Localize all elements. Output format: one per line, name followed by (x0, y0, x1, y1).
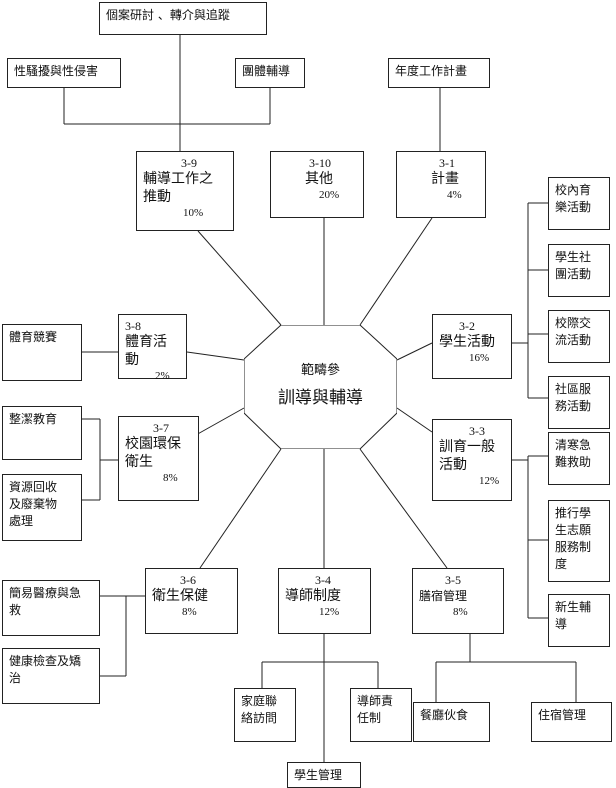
category-3-9: 3-9 輔導工作之 推動 10% (136, 151, 234, 231)
node-case-study: 個案研討 、轉介與追蹤 (99, 2, 267, 35)
category-3-1: 3-1 計畫 4% (396, 151, 486, 218)
center-octagon: 範疇參 訓導與輔導 (244, 325, 397, 449)
node-health-check: 健康檢查及矯 治 (2, 648, 100, 704)
node-cleanliness-education: 整潔教育 (2, 406, 82, 460)
node-dining: 餐廳伙食 (413, 702, 490, 742)
node-tutor-responsibility: 導師責 任制 (350, 688, 412, 742)
category-3-5: 3-5 膳宿管理 8% (412, 568, 504, 634)
node-recycling: 資源回收 及廢棄物 處理 (2, 474, 82, 541)
node-community-service: 社區服 務活動 (548, 376, 610, 429)
category-3-8: 3-8 體育活動 2% (118, 314, 187, 382)
category-3-6: 3-6 衛生保健 8% (145, 568, 238, 634)
node-first-aid: 簡易醫療與急 救 (2, 580, 100, 636)
center-label-title: 訓導與輔導 (278, 388, 363, 408)
node-annual-plan: 年度工作計畫 (388, 58, 490, 88)
node-student-clubs: 學生社 團活動 (548, 244, 610, 297)
node-freshman-counseling: 新生輔 導 (548, 594, 610, 647)
node-music-activities: 校內育 樂活動 (548, 177, 610, 230)
category-3-3: 3-3 訓育一般 活動 12% (432, 419, 512, 501)
node-sexual-harassment: 性騷擾與性侵害 (7, 58, 121, 88)
category-3-2: 3-2 學生活動 16% (432, 314, 512, 379)
node-emergency-aid: 清寒急 難救助 (548, 432, 610, 485)
center-label-category: 範疇參 (300, 363, 340, 378)
category-3-7: 3-7 校園環保 衛生 8% (118, 416, 199, 501)
node-student-management: 學生管理 (287, 762, 361, 788)
category-3-10: 3-10 其他 20% (270, 151, 364, 218)
node-group-counseling: 團體輔導 (235, 58, 305, 88)
node-sports-competition: 體育競賽 (2, 324, 82, 381)
node-home-visit: 家庭聯 絡訪問 (234, 688, 296, 742)
node-volunteer-service: 推行學 生志願 服務制 度 (548, 500, 610, 582)
node-dorm-management: 住宿管理 (531, 702, 612, 742)
node-intercollegiate-exchange: 校際交 流活動 (548, 310, 610, 363)
category-3-4: 3-4 導師制度 12% (278, 568, 371, 634)
